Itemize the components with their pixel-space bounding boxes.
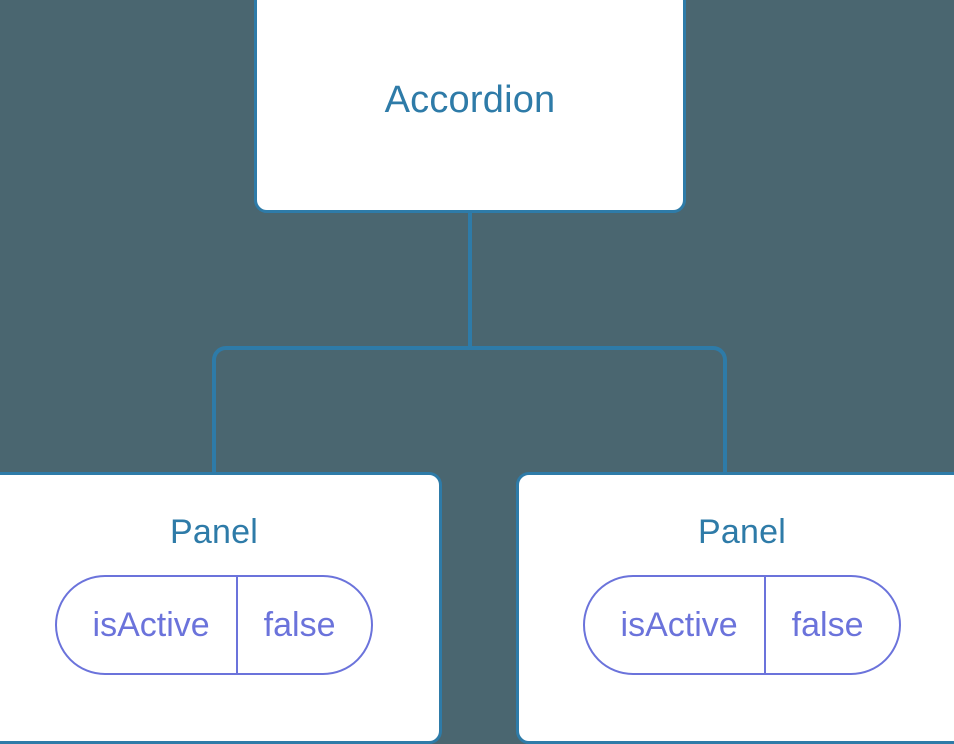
node-panel-0-state-value: false bbox=[263, 606, 336, 644]
node-panel-1-state-value: false bbox=[791, 606, 864, 644]
node-accordion[interactable]: Accordion bbox=[254, 0, 686, 213]
node-panel-0-state-badge[interactable]: isActive false bbox=[54, 575, 374, 675]
node-panel-0-state-key: isActive bbox=[57, 577, 238, 673]
edge-root-to-panel-0 bbox=[212, 346, 470, 478]
node-panel-1-state-badge[interactable]: isActive false bbox=[582, 575, 902, 675]
node-accordion-title: Accordion bbox=[384, 78, 556, 121]
node-panel-1[interactable]: Panel isActive false bbox=[516, 472, 954, 744]
edge-root-to-panel-1 bbox=[470, 346, 727, 478]
node-panel-1-title: Panel bbox=[698, 513, 786, 551]
node-panel-0[interactable]: Panel isActive false bbox=[0, 472, 442, 744]
node-panel-0-title: Panel bbox=[170, 513, 258, 551]
node-panel-1-state-key: isActive bbox=[585, 577, 766, 673]
